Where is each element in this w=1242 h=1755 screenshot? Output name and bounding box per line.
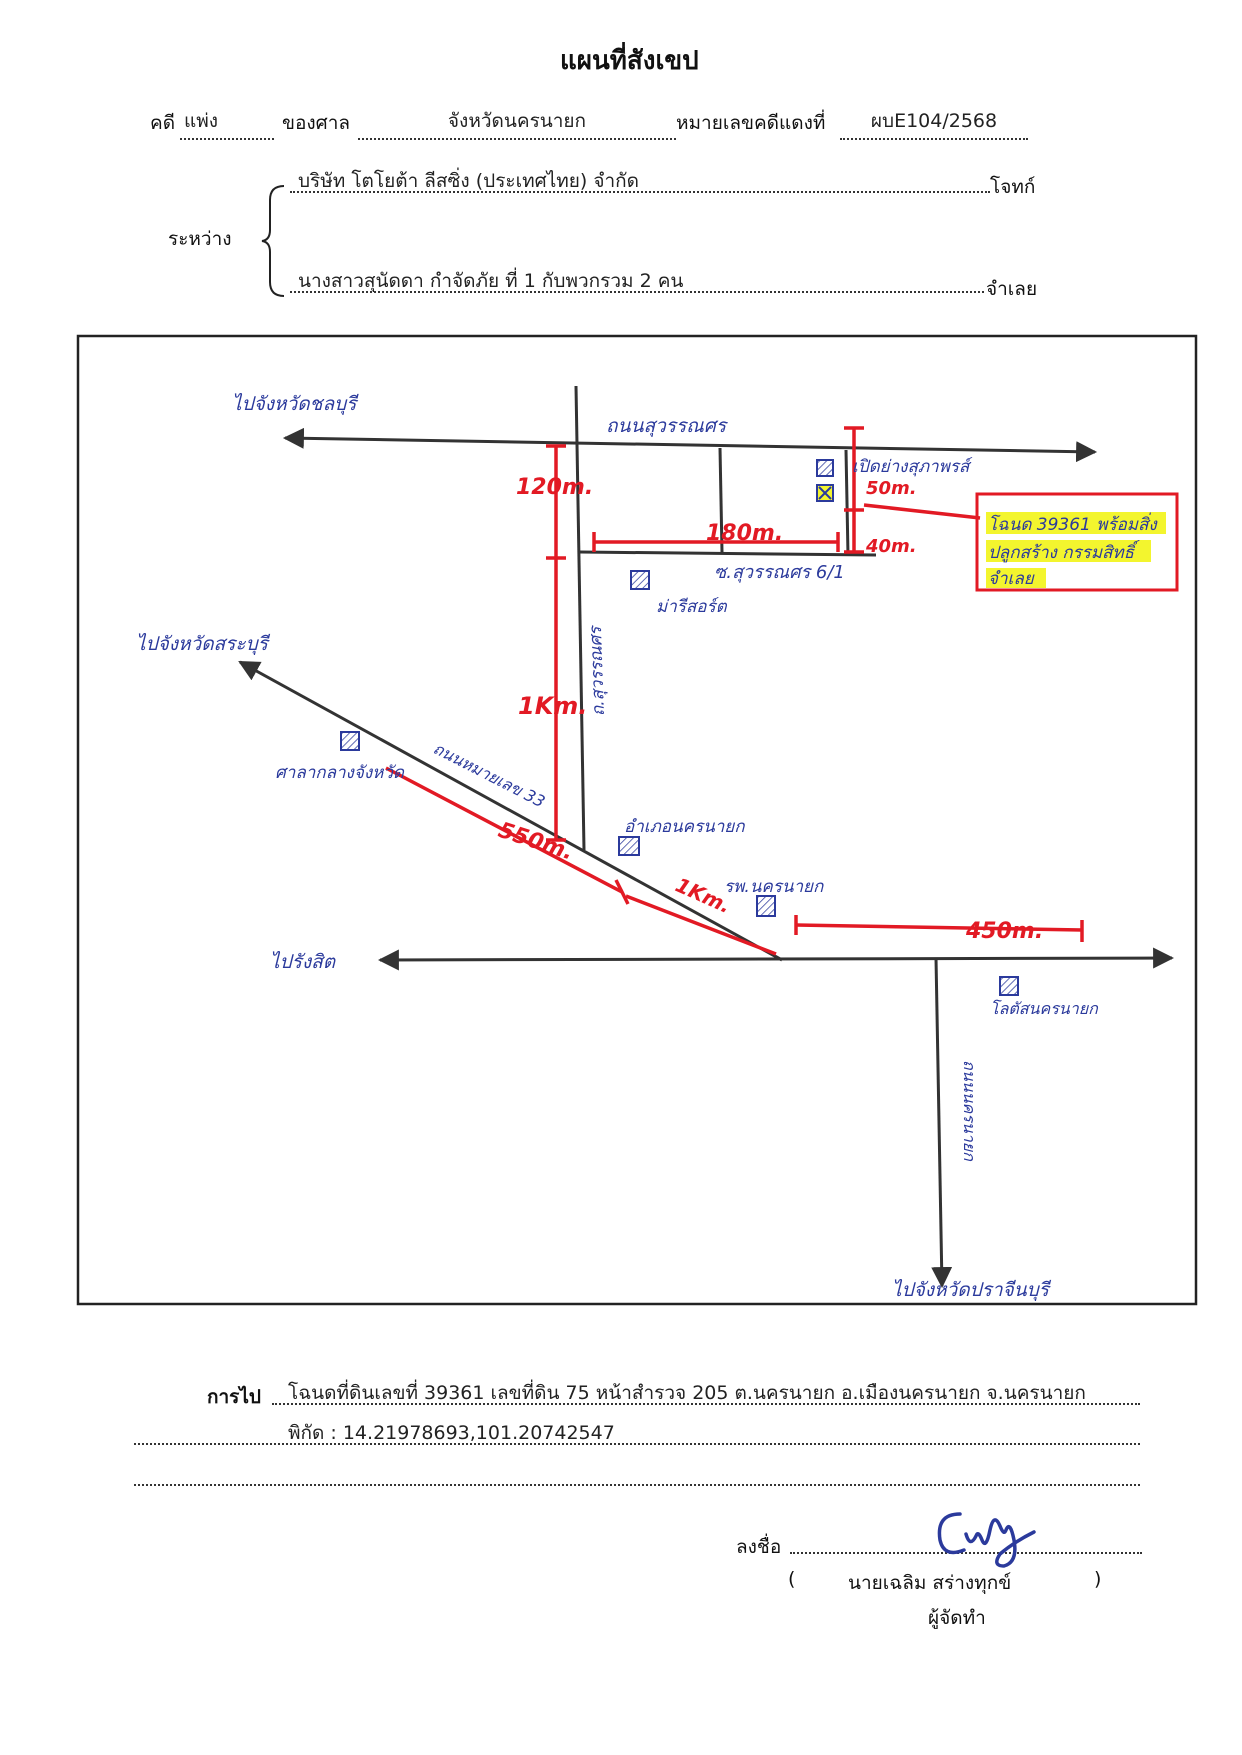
road-vertical-text: ถ.สุวรรณศร bbox=[586, 624, 609, 716]
callout-line-3: จำเลย bbox=[988, 569, 1035, 589]
landmark-icon-cityhall bbox=[340, 731, 360, 751]
callout-box bbox=[975, 492, 1179, 592]
callout-highlight-3 bbox=[986, 568, 1046, 588]
road-soi-text: ซ.สุวรรณศร 6/1 bbox=[714, 562, 845, 583]
dir-left-text: ไปจังหวัดสระบุรี bbox=[136, 632, 271, 655]
page-title: แผนที่สังเขป bbox=[560, 46, 699, 76]
route-label: การไป bbox=[207, 1386, 261, 1408]
plaintiff-dotted-line bbox=[290, 191, 990, 193]
defendant-role: จำเลย bbox=[986, 278, 1038, 300]
landmark-icon-lotus bbox=[999, 976, 1019, 996]
road-main-horizontal bbox=[377, 947, 1175, 971]
court-name-field: จังหวัดนครนายก bbox=[358, 106, 676, 140]
brace-icon bbox=[261, 185, 285, 297]
dist-1km-vertical-text: 1Km. bbox=[518, 692, 587, 720]
case-label: คดี bbox=[150, 112, 176, 134]
dist-50-text: 50m. bbox=[866, 478, 917, 499]
sign-label: ลงชื่อ bbox=[736, 1536, 782, 1558]
signer-open-paren: ( bbox=[788, 1568, 796, 1590]
empty-dotted-line bbox=[134, 1484, 1140, 1486]
signer-close-paren: ) bbox=[1094, 1568, 1102, 1590]
dir-top-left-text: ไปจังหวัดชลบุรี bbox=[232, 392, 359, 415]
road-south-text: ถนนนครนายก bbox=[960, 1060, 979, 1162]
map-frame bbox=[76, 334, 1198, 1306]
measure-550 bbox=[385, 766, 623, 894]
callout-highlight-2 bbox=[986, 540, 1151, 562]
dist-40-text: 40m. bbox=[865, 536, 917, 557]
red-case-number-field: ผบE104/2568 bbox=[840, 106, 1028, 140]
defendant-name: นางสาวสุนัดดา กำจัดภัย ที่ 1 กับพวกรวม 2… bbox=[298, 270, 684, 292]
dist-450-text: 450m. bbox=[965, 919, 1043, 944]
callout-line-2: ปลูกสร้าง กรรมสิทธิ์ bbox=[988, 540, 1140, 563]
road-soi-end bbox=[844, 449, 850, 556]
red-case-label: หมายเลขคดีแดงที่ bbox=[676, 112, 826, 134]
plaintiff-name: บริษัท โตโยต้า ลีสซิ่ง (ประเทศไทย) จำกัด bbox=[298, 170, 640, 192]
landmark-district-text: อำเภอนครนายก bbox=[624, 817, 745, 837]
road-soi bbox=[579, 550, 877, 557]
dir-rangsit-text: ไปรังสิต bbox=[270, 950, 337, 973]
route-text: โฉนดที่ดินเลขที่ 39361 เลขที่ดิน 75 หน้า… bbox=[288, 1382, 1086, 1404]
road-diagonal bbox=[238, 660, 783, 962]
defendant-dotted-line bbox=[290, 291, 984, 293]
coords-dotted-line bbox=[134, 1443, 1140, 1445]
landmark-icon-fam bbox=[630, 570, 650, 590]
landmark-icon-shop bbox=[816, 459, 834, 477]
coords-text: พิกัด : 14.21978693,101.20742547 bbox=[288, 1422, 615, 1444]
dist-120-text: 120m. bbox=[516, 475, 593, 500]
landmark-hospital-text: รพ.นครนายก bbox=[724, 877, 824, 897]
between-label: ระหว่าง bbox=[168, 228, 232, 250]
landmark-shop-text: เปิดย่างสุภาพรส์ bbox=[852, 457, 973, 477]
signature-icon bbox=[937, 1512, 1036, 1568]
road-vertical bbox=[574, 385, 586, 851]
callout-line-1: โฉนด 39361 พร้อมสิ่ง bbox=[988, 512, 1158, 535]
road-short-vertical bbox=[718, 447, 724, 553]
dist-180-text: 180m. bbox=[706, 521, 783, 546]
dir-bottom-text: ไปจังหวัดปราจีนบุรี bbox=[892, 1278, 1052, 1301]
landmark-fam-text: ม่ารีสอร์ต bbox=[656, 597, 728, 617]
landmark-icon-hospital bbox=[756, 895, 776, 917]
landmark-icon-district bbox=[618, 836, 640, 856]
landmark-cityhall-text: ศาลากลางจังหวัด bbox=[275, 763, 405, 783]
callout-pointer bbox=[863, 503, 981, 520]
sign-dotted-line bbox=[790, 1552, 1142, 1554]
road-south bbox=[931, 957, 953, 1289]
signer-role: ผู้จัดทำ bbox=[928, 1607, 986, 1629]
plaintiff-role: โจทก์ bbox=[990, 176, 1036, 198]
signer-name: นายเฉลิม สร่างทุกข์ bbox=[848, 1572, 1012, 1594]
road-top-text: ถนนสุวรรณศร bbox=[606, 415, 729, 437]
callout-highlight-1 bbox=[986, 512, 1166, 534]
court-label: ของศาล bbox=[282, 112, 351, 134]
measure-1km-diag bbox=[625, 894, 777, 956]
measure-450 bbox=[795, 923, 1083, 932]
route-dotted-line bbox=[272, 1403, 1140, 1405]
case-type-field: แพ่ง bbox=[180, 106, 274, 140]
landmark-lotus-text: โลตัสนครนายก bbox=[990, 999, 1099, 1018]
road-top bbox=[282, 427, 1098, 463]
